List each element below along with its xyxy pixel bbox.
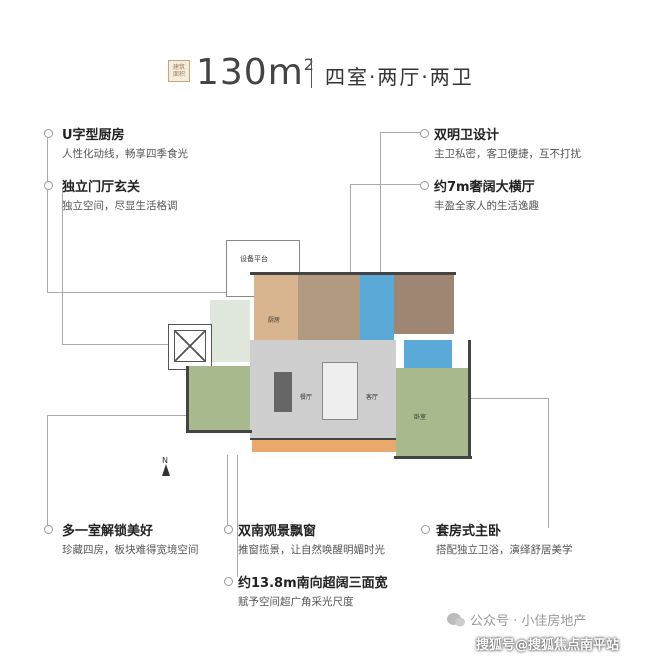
master-leader-v: [548, 398, 549, 528]
foyer-leader-v: [62, 189, 63, 344]
dining-table: [274, 372, 292, 412]
master-dot: [421, 525, 430, 534]
foyer-leader-h: [62, 344, 232, 345]
kitchen-label: 厨房: [268, 317, 281, 324]
area-badge: 建筑 面积: [168, 60, 190, 82]
wall-east: [468, 340, 471, 458]
compass-arrow-icon: [162, 464, 170, 476]
watermark-line2: 搜狐号@搜狐焦点南平站: [476, 638, 620, 653]
feature-living: 约7m奢阔大横厅 丰盈全家人的生活逸趣: [434, 180, 539, 212]
feature-master: 套房式主卧 搭配独立卫浴，演绎舒居美学: [436, 524, 573, 556]
room4-dot: [44, 525, 53, 534]
width-leader-v: [237, 455, 238, 577]
feature-foyer: 独立门厅玄关 独立空间，尽显生活格调: [62, 180, 178, 212]
kitchen-leader-v: [47, 137, 48, 292]
bath-leader-h: [380, 132, 420, 133]
kitchen-area: [254, 274, 298, 340]
bedroom-2: [298, 274, 360, 340]
living-leader-v: [350, 184, 351, 359]
elevator-x: [174, 330, 206, 362]
area-value: 130m2: [196, 52, 315, 93]
master-leader-h: [470, 398, 548, 399]
bedroom-3: [394, 274, 454, 334]
wall-room4-south: [188, 430, 252, 433]
kitchen-leader-h: [47, 292, 287, 293]
feature-width: 约13.8m南向超阔三面宽 赋予空间超广角采光尺度: [238, 576, 388, 608]
wechat-icon: [447, 613, 465, 627]
feature-room4: 多一室解锁美好 珍藏四房，板块难得宽境空间: [62, 524, 199, 556]
foyer-area: [210, 300, 250, 362]
foyer-dot: [44, 181, 53, 190]
window-dot: [224, 525, 233, 534]
layout-title: 四室·两厅·两卫: [325, 65, 474, 89]
south-balcony: [252, 438, 396, 452]
master-bedroom: [396, 368, 470, 456]
living-dot: [420, 181, 429, 190]
master-label: 卧室: [414, 414, 427, 421]
wall-south: [250, 438, 396, 440]
room4-leader-v: [47, 415, 48, 525]
feature-bathrooms: 双明卫设计 主卫私密，客卫便捷，互不打扰: [434, 128, 581, 160]
room-4: [188, 366, 250, 432]
wall-north: [250, 272, 456, 275]
width-dot: [224, 577, 233, 586]
room4-leader-h: [47, 415, 187, 416]
kitchen-dot: [44, 129, 53, 138]
master-bath: [404, 340, 452, 368]
wall-south-master: [394, 456, 472, 459]
sofa: [322, 362, 358, 420]
window-leader-v: [227, 455, 228, 525]
feature-kitchen: U字型厨房 人性化动线，畅享四季食光: [62, 128, 188, 160]
bath-dot: [420, 129, 429, 138]
wall-room4-west: [186, 366, 189, 433]
feature-window: 双南观景飘窗 推窗揽景，让自然唤醒明媚时光: [238, 524, 385, 556]
bath-leader-v: [380, 132, 381, 282]
bathroom-1: [360, 274, 394, 340]
living-label: 客厅: [366, 394, 379, 401]
platform-label: 设备平台: [240, 255, 268, 263]
compass-n: N: [162, 456, 168, 465]
watermark-line1: 公众号 · 小佳房地产: [470, 614, 587, 629]
dining-label: 餐厅: [300, 394, 313, 401]
living-leader-h: [350, 184, 420, 185]
header-divider: [311, 58, 312, 88]
